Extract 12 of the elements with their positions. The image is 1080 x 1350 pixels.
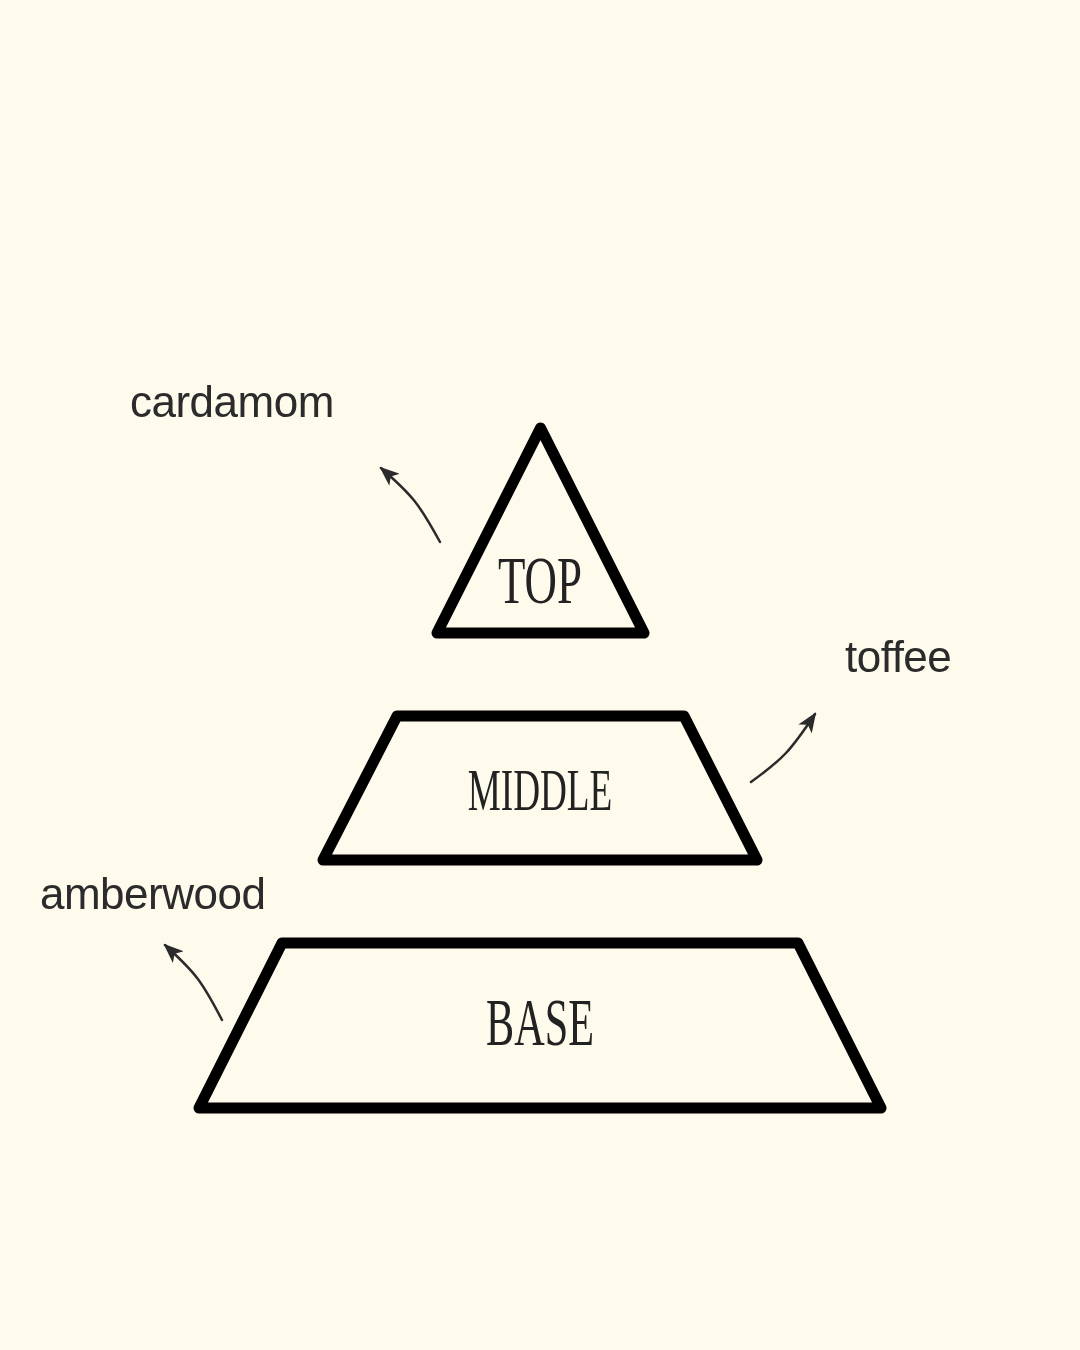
triangle-tier xyxy=(431,420,650,640)
tier-label: MIDDLE xyxy=(467,760,613,820)
tier-label: TOP xyxy=(498,546,582,614)
note-label: toffee xyxy=(845,632,952,683)
note-label: cardamom xyxy=(130,377,334,428)
curved-arrow xyxy=(163,943,224,1022)
tier-label: BASE xyxy=(486,988,594,1056)
trapezoid-tier xyxy=(193,937,887,1114)
curved-arrow xyxy=(749,712,817,784)
curved-arrow xyxy=(379,466,442,544)
trapezoid-tier xyxy=(317,710,763,866)
note-label: amberwood xyxy=(40,869,266,920)
